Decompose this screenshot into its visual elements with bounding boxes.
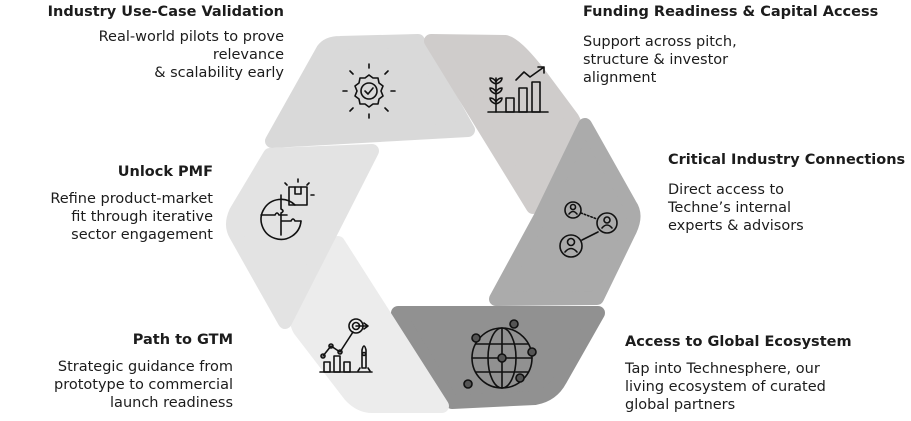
growth-chart-icon <box>487 66 549 113</box>
ecosystem-body-line: Tap into Technesphere, our <box>625 361 820 377</box>
gtm-body-line: launch readiness <box>110 395 233 411</box>
industry-body-line: relevance <box>212 47 284 63</box>
gtm-title: Path to GTM <box>132 332 233 348</box>
label-connections: Critical Industry Connections Direct acc… <box>668 151 905 235</box>
label-funding: Funding Readiness & Capital Access Suppo… <box>583 3 878 87</box>
pmf-body-line: fit through iterative <box>71 209 213 225</box>
industry-body-line: Real-world pilots to prove <box>98 29 284 45</box>
label-gtm: Path to GTM Strategic guidance from prot… <box>54 331 233 412</box>
ecosystem-body-line: living ecosystem of curated <box>625 379 826 395</box>
funding-body-line: Support across pitch, <box>583 34 737 50</box>
label-pmf: Unlock PMF Refine product-market fit thr… <box>50 163 213 244</box>
label-ecosystem: Access to Global Ecosystem Tap into Tech… <box>625 333 852 414</box>
label-industry: Industry Use-Case Validation Real-world … <box>48 3 284 82</box>
segment-pmf <box>226 144 379 329</box>
gtm-body-line: Strategic guidance from <box>57 359 233 375</box>
puzzle-globe-icon <box>260 178 315 241</box>
connections-title: Critical Industry Connections <box>668 152 906 168</box>
industry-title: Industry Use-Case Validation <box>47 4 284 20</box>
rocket-target-icon <box>319 318 373 373</box>
globe-network-icon <box>463 319 537 389</box>
pmf-body-line: Refine product-market <box>50 191 213 207</box>
connections-body-line: Direct access to <box>668 182 785 198</box>
funding-body-line: alignment <box>583 70 657 86</box>
gtm-body-line: prototype to commercial <box>53 377 233 393</box>
badge-check-icon <box>342 63 396 119</box>
pmf-title: Unlock PMF <box>117 164 213 180</box>
ecosystem-body-line: global partners <box>625 397 736 413</box>
funding-title: Funding Readiness & Capital Access <box>583 4 879 20</box>
connections-body-line: experts & advisors <box>668 218 804 234</box>
network-people-icon <box>559 201 618 258</box>
connections-body-line: Techne’s internal <box>668 200 791 216</box>
ecosystem-title: Access to Global Ecosystem <box>625 334 852 350</box>
industry-body-line: & scalability early <box>154 65 284 81</box>
funding-body-line: structure & investor <box>583 52 729 68</box>
pmf-body-line: sector engagement <box>71 227 213 243</box>
